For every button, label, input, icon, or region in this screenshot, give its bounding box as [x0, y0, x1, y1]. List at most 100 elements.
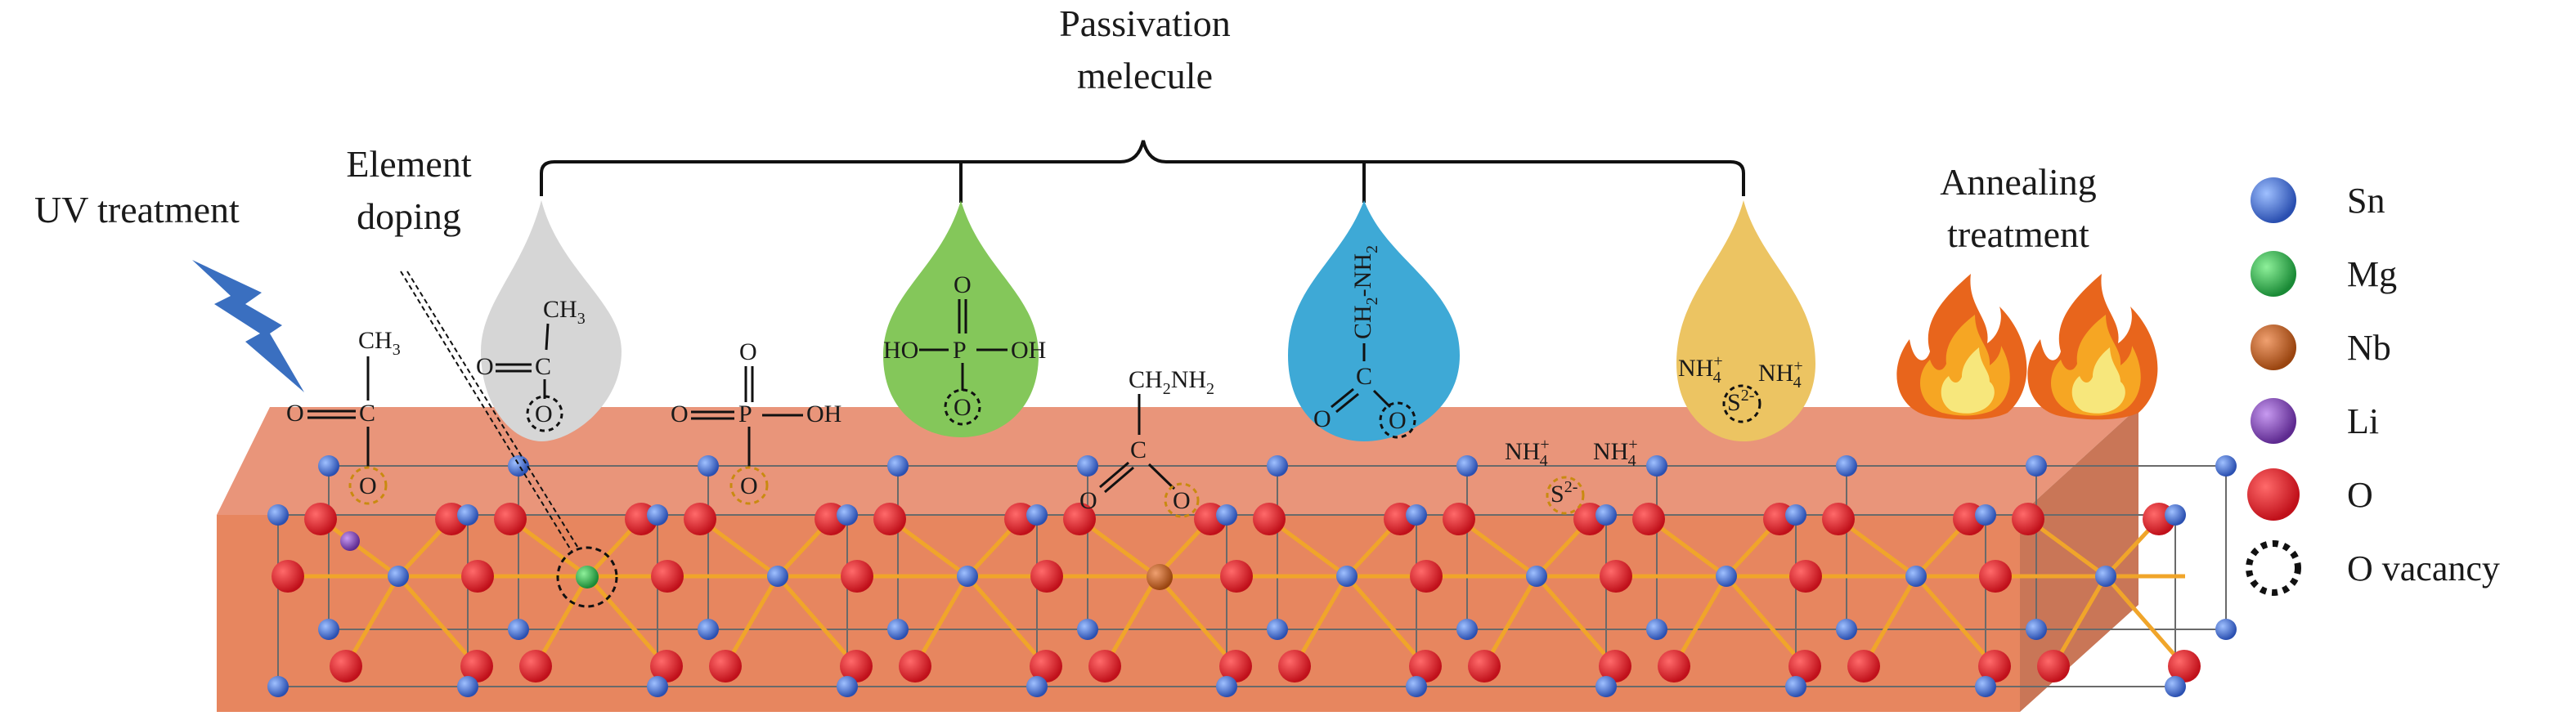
bond	[1482, 575, 1539, 668]
passivation-title-line1: Passivation	[1059, 2, 1231, 44]
o-vacancy-marker	[1164, 482, 1200, 518]
doping-pointer-line-b	[406, 271, 580, 550]
sulfide-nh4-left: NH+4	[1505, 436, 1550, 470]
glycine-drop-o-bound: O	[1389, 407, 1407, 434]
phosphate-o-top: O	[739, 338, 757, 365]
molecule-acetate-drop: CH3 O C O	[476, 296, 586, 432]
element-doping-label-line2: doping	[357, 195, 461, 237]
sn-atom	[508, 455, 529, 477]
sn-atom	[2165, 676, 2186, 697]
sn-atom	[1646, 455, 1667, 477]
molecule-acetate-free: CH3 O C O	[286, 327, 401, 505]
sn-atom	[1716, 566, 1737, 587]
sn-atom	[1975, 676, 1996, 697]
legend-label: Mg	[2347, 254, 2397, 294]
phosphate-drop-o-top: O	[954, 271, 972, 298]
bond	[1099, 461, 1129, 489]
o-atom	[2012, 503, 2044, 535]
o-atom	[460, 650, 493, 682]
glycine-drop-chain: CH2-NH2	[1349, 245, 1381, 339]
sn-atom	[318, 619, 339, 640]
bond	[2104, 575, 2186, 668]
sn-atom	[1836, 455, 1857, 477]
sn-atom	[1785, 504, 1806, 526]
sn-atom	[837, 504, 858, 526]
bond	[913, 575, 970, 668]
mg-atom-icon	[2251, 251, 2296, 297]
o-vacancy-marker	[1379, 401, 1416, 439]
o-atom	[840, 650, 873, 682]
sulfide-nh4-right: NH+4	[1593, 436, 1638, 470]
bond	[1331, 387, 1354, 409]
sn-atom	[837, 676, 858, 697]
sn-atom	[2215, 455, 2237, 477]
o-vacancy-marker	[729, 466, 769, 505]
bond	[1292, 575, 1349, 668]
sn-atom	[647, 504, 668, 526]
crystal-lattice	[267, 455, 2237, 697]
sn-atom	[508, 619, 529, 640]
doping-highlight-ring	[556, 546, 618, 608]
lattice-cell	[1985, 514, 2176, 687]
sn-atom	[2095, 566, 2116, 587]
li-dopant-atom	[340, 531, 360, 551]
o-atom	[1063, 503, 1096, 535]
sn-atom	[1975, 504, 1996, 526]
o-atom	[1220, 560, 1253, 593]
nb-dopant-atom	[1147, 564, 1173, 590]
bond	[1861, 575, 1919, 668]
molecule-glycine-drop: CH2-NH2 C O O	[1313, 245, 1416, 439]
sulfide-s: S2-	[1551, 478, 1577, 508]
o-atom	[461, 560, 494, 593]
acetate-drop-ch3: CH3	[543, 296, 586, 328]
sn-atom	[1026, 676, 1048, 697]
sn-atom	[1406, 676, 1427, 697]
phosphate-drop-o-bound: O	[954, 394, 972, 421]
glycine-drop-o-double: O	[1313, 405, 1331, 432]
o-atom	[841, 560, 873, 593]
o-atom	[1443, 503, 1475, 535]
o-atom	[1632, 503, 1665, 535]
acetate-o-double: O	[286, 400, 304, 427]
o-vacancy-marker	[1546, 476, 1585, 515]
sn-atom	[698, 455, 719, 477]
annealing-label-line2: treatment	[1947, 213, 2089, 255]
bond	[1372, 389, 1392, 409]
o-atom	[1822, 503, 1855, 535]
sulfide-drop-s: S2-	[1727, 387, 1754, 416]
sn-atom	[2165, 504, 2186, 526]
droplet-yellow	[1676, 200, 1815, 441]
sn-atom	[267, 504, 289, 526]
bond	[1104, 466, 1134, 494]
sn-atom	[1595, 504, 1617, 526]
o-atom	[1979, 560, 2012, 593]
bond	[1725, 575, 1806, 668]
bond	[776, 575, 858, 668]
bond	[1156, 575, 1237, 668]
o-atom	[1030, 650, 1062, 682]
o-vacancy-marker	[526, 395, 563, 432]
bond	[545, 323, 550, 351]
sn-atom	[1646, 619, 1667, 640]
o-atom	[1278, 650, 1311, 682]
acetate-drop-c: C	[535, 353, 551, 380]
bond	[2051, 575, 2108, 668]
legend-label: Sn	[2347, 181, 2385, 221]
slab-top-face	[217, 407, 2138, 515]
sn-atom	[767, 566, 788, 587]
acetate-c: C	[359, 400, 375, 427]
sn-atom	[457, 676, 478, 697]
glycine-o-bound: O	[1173, 487, 1191, 514]
o-atom	[1978, 650, 2011, 682]
sulfide-drop-nh4-left: NH+4	[1678, 352, 1723, 387]
bond	[966, 575, 1048, 668]
sn-atom	[1336, 566, 1358, 587]
bond	[586, 575, 668, 668]
bond	[533, 575, 590, 668]
bond	[1535, 575, 1617, 668]
sn-atom	[1267, 455, 1288, 477]
sn-atom	[2026, 619, 2047, 640]
legend-label: O	[2347, 475, 2373, 515]
